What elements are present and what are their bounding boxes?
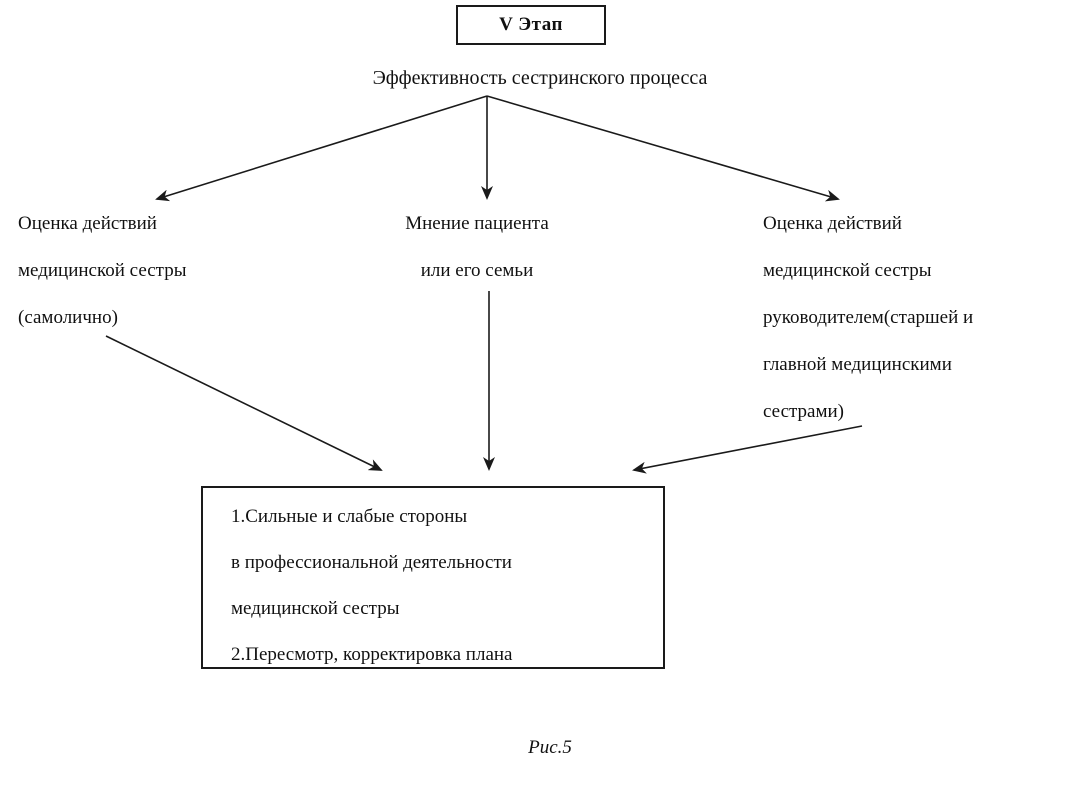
node-left-line: медицинской сестры	[18, 260, 187, 281]
result-line: 2.Пересмотр, корректировка плана	[231, 644, 513, 665]
result-line: 1.Сильные и слабые стороны	[231, 506, 468, 527]
node-right-line: сестрами)	[763, 401, 844, 422]
node-patient-opinion: Мнение пациента или его семьи	[366, 200, 588, 294]
arrow-title-to-left	[155, 95, 488, 202]
node-right-line: Оценка действий	[763, 213, 902, 234]
node-right-line: главной медицинскими	[763, 354, 952, 375]
arrow-title-to-right	[486, 95, 840, 202]
node-middle-line: или его семьи	[420, 260, 534, 281]
node-left-line: (самолично)	[18, 307, 118, 328]
result-box: 1.Сильные и слабые стороны в профессиона…	[201, 486, 665, 669]
main-title: Эффективность сестринского процесса	[372, 67, 708, 89]
result-line: в профессиональной деятельности	[231, 552, 512, 573]
stage-box: V Этап	[456, 5, 606, 45]
node-right-line: медицинской сестры	[763, 260, 932, 281]
figure-caption: Рис.5	[528, 737, 572, 758]
result-line: медицинской сестры	[231, 598, 400, 619]
node-self-assessment: Оценка действий медицинской сестры (само…	[18, 200, 186, 341]
node-right-line: руководителем(старшей и	[763, 307, 974, 328]
node-middle-line: Мнение пациента	[405, 213, 549, 234]
arrow-left-to-result	[105, 335, 383, 471]
node-left-line: Оценка действий	[18, 213, 157, 234]
stage-label: V Этап	[499, 14, 563, 35]
node-supervisor-assessment: Оценка действий медицинской сестры руков…	[763, 200, 973, 435]
arrow-right-to-result	[632, 425, 863, 474]
